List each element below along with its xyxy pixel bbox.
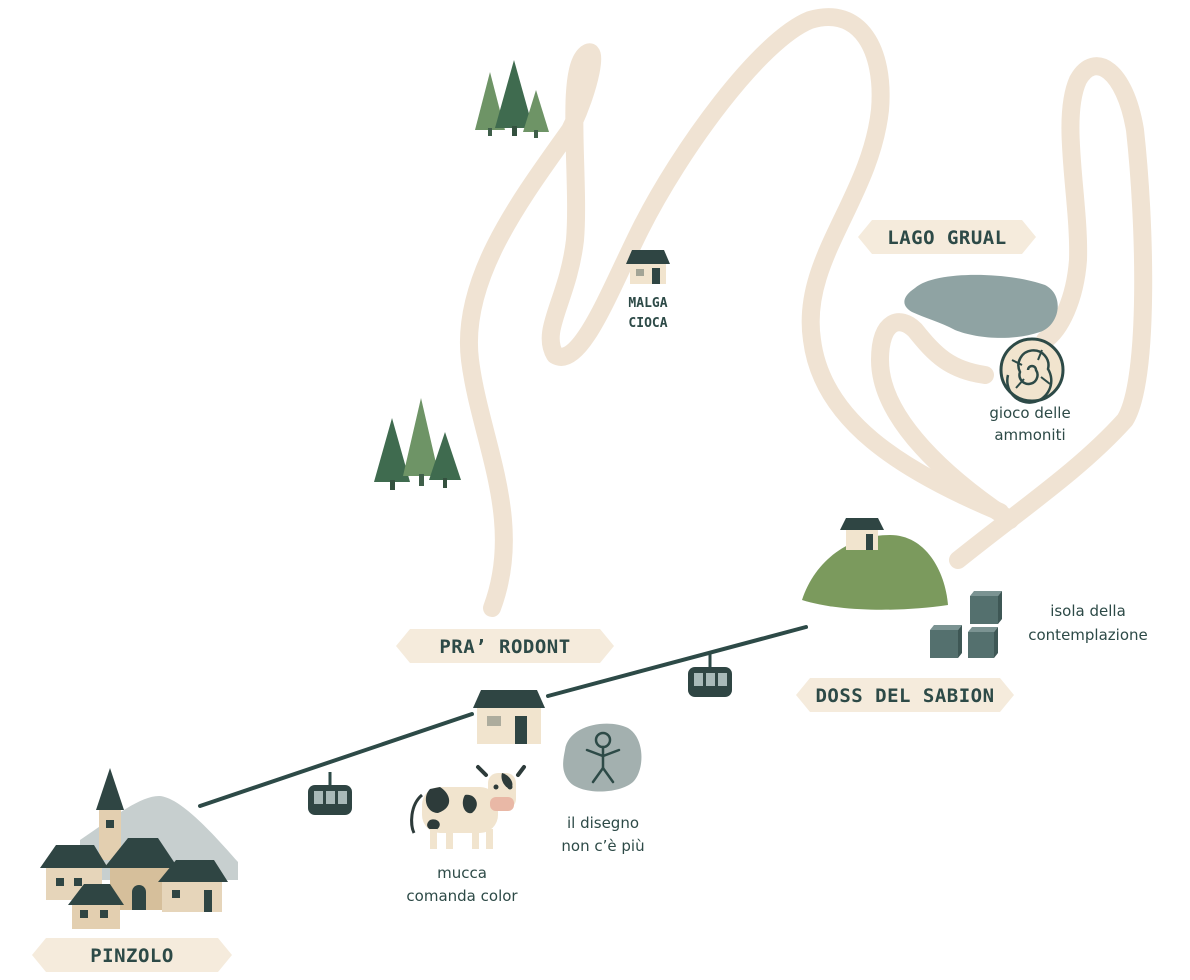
cube-icon	[968, 627, 998, 658]
malga-cioca-label-2: CIOCA	[628, 316, 667, 331]
stone-icon	[563, 723, 642, 792]
house-icon	[104, 838, 178, 910]
cube-icon	[930, 625, 962, 658]
tree-group-mid	[374, 398, 461, 490]
ammoniti-label-2: ammoniti	[994, 426, 1065, 444]
tree-icon	[475, 72, 505, 136]
tree-icon	[495, 60, 533, 136]
trail-inner	[871, 313, 1019, 529]
gondola-icon	[308, 772, 352, 815]
cable-lower	[198, 712, 474, 808]
cube-icon	[970, 591, 1002, 624]
pinzolo-label: PINZOLO	[90, 945, 174, 967]
ammonite-icon	[999, 337, 1065, 404]
tree-group-top	[475, 60, 549, 138]
tree-icon	[429, 432, 461, 488]
hill-icon	[802, 535, 948, 610]
gondola-icon	[688, 654, 732, 697]
banner-lago-grual: LAGO GRUAL	[858, 220, 1036, 254]
disegno-label-1: il disegno	[567, 814, 639, 832]
house-icon	[626, 250, 670, 284]
mucca-label-2: comanda color	[406, 887, 518, 905]
trails	[459, 8, 1153, 617]
trail-west	[459, 8, 1009, 617]
ammoniti-label-1: gioco delle	[989, 404, 1070, 422]
lago-grual-label: LAGO GRUAL	[887, 227, 1006, 249]
tree-icon	[403, 398, 439, 486]
banner-pra-rodont: PRA’ RODONT	[396, 629, 614, 663]
trail-east	[949, 57, 1153, 569]
stick-figure-icon	[585, 731, 621, 784]
banner-doss-del-sabion: DOSS DEL SABION	[796, 678, 1014, 712]
cable-lines	[198, 625, 808, 808]
pra-rodont-label: PRA’ RODONT	[439, 636, 570, 658]
house-icon	[840, 518, 884, 550]
disegno-label-2: non c’è più	[561, 837, 644, 855]
malga-cioca-label-1: MALGA	[628, 296, 667, 311]
tree-icon	[523, 90, 549, 138]
tree-icon	[374, 418, 410, 490]
house-icon	[68, 884, 124, 929]
contemplazione-label-1: isola della	[1050, 602, 1126, 620]
banner-pinzolo: PINZOLO	[32, 938, 232, 972]
village-icon	[40, 768, 238, 929]
mucca-label-1: mucca	[437, 864, 487, 882]
cow-icon	[410, 765, 526, 849]
lake-icon	[904, 274, 1058, 338]
church-icon	[96, 768, 124, 860]
doss-del-sabion-label: DOSS DEL SABION	[815, 685, 994, 707]
station-house-icon	[473, 690, 545, 744]
house-icon	[158, 860, 228, 912]
cubes-icon	[930, 591, 1002, 658]
contemplazione-label-2: contemplazione	[1028, 626, 1148, 644]
cable-upper	[546, 625, 808, 698]
